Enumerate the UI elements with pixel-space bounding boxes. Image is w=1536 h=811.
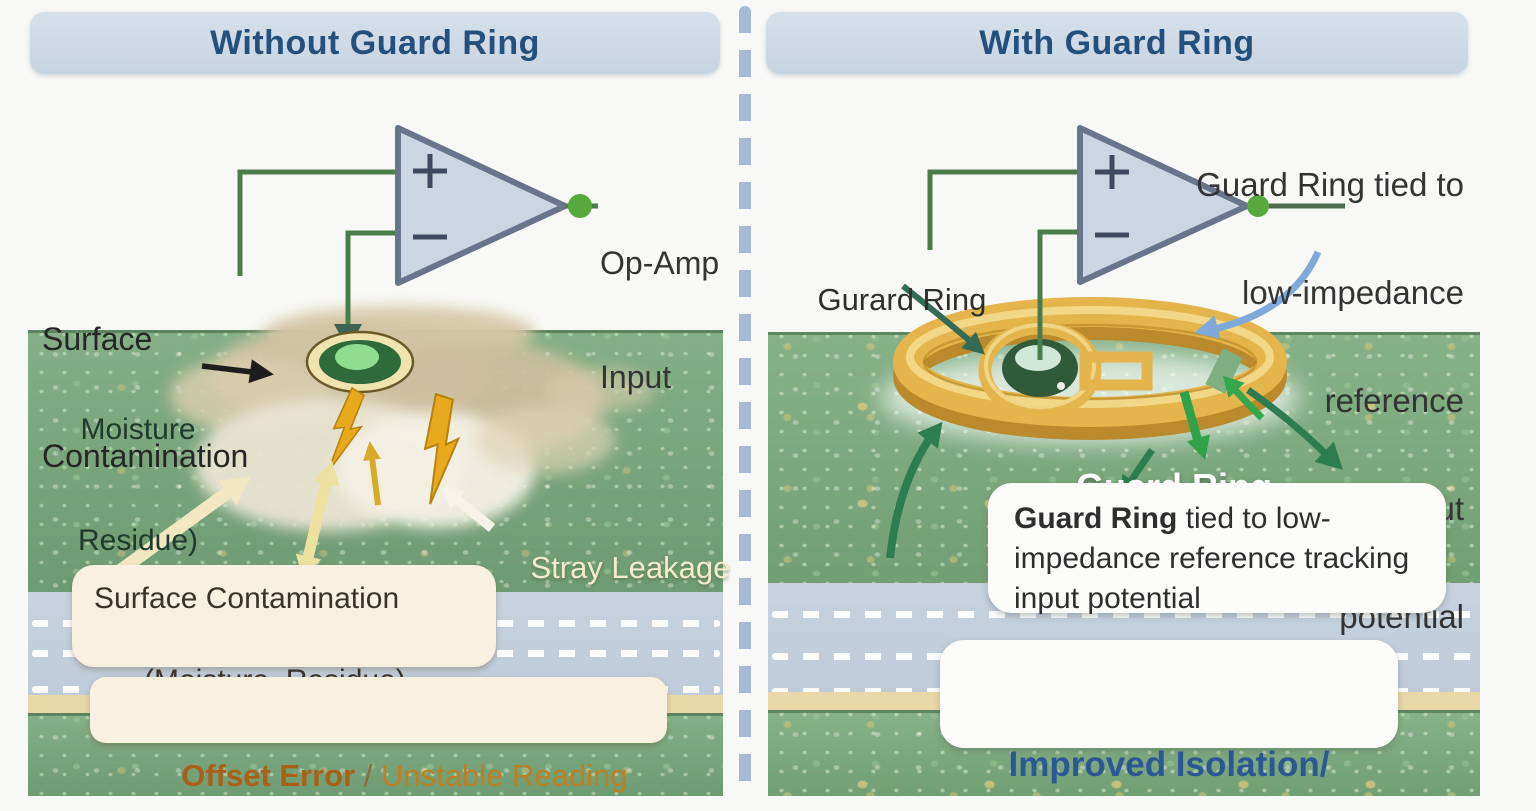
output-node-icon (1247, 195, 1269, 217)
right-dashed-layer-line (772, 611, 1476, 618)
output-node-icon (568, 194, 592, 218)
guard-ring-info-box: Guard Ring tied to low-impedance referen… (988, 483, 1446, 615)
surface-contamination-label: Surface Contamination (42, 321, 249, 474)
right-panel-title: With Guard Ring (766, 12, 1468, 74)
stray-leakage-label: Stray Leakage (530, 550, 731, 585)
plus-symbol-icon (1095, 155, 1129, 189)
panel-divider (739, 6, 751, 798)
gurard-ring-label: Gurard Ring (817, 282, 987, 317)
unstable-reading-text: Unstable Reading (381, 758, 628, 793)
offset-error-box: Offset Error / Unstable Reading (90, 677, 667, 793)
offset-error-text: Offset Error (181, 758, 356, 793)
leakage-arrow-icon (363, 441, 381, 506)
left-input-pad-icon (305, 330, 415, 394)
improved-isolation-box: Improved Isolation/ Reduced Leakage (940, 640, 1398, 784)
plus-symbol-icon (413, 154, 447, 188)
left-panel-title: Without Guard Ring (30, 12, 720, 74)
inverting-wire (1037, 229, 1080, 360)
guard-ring-icon (893, 297, 1287, 440)
right-opamp-circuit (927, 125, 1345, 360)
moisture-pointer-arrow-icon (201, 359, 274, 384)
inverting-wire (345, 230, 398, 326)
opamp-triangle-icon (395, 125, 568, 286)
moisture-residue-label: Moisture Residue) (77, 413, 199, 557)
noninverting-wire (237, 169, 398, 276)
leakage-bolt-icon (327, 386, 461, 505)
right-panel-title-text: With Guard Ring (979, 23, 1255, 62)
noninverting-wire (927, 169, 1080, 250)
opamp-triangle-icon (1077, 125, 1250, 285)
left-panel-title-text: Without Guard Ring (210, 23, 540, 62)
opamp-input-label: Op-Amp Input (600, 245, 720, 395)
contamination-callout-box: Surface Contamination (Moisture, Residue… (72, 565, 496, 697)
reference-blue-arrow-icon (1194, 250, 1322, 339)
left-opamp-circuit (237, 125, 598, 350)
pointer-arrow-icon (901, 283, 985, 355)
